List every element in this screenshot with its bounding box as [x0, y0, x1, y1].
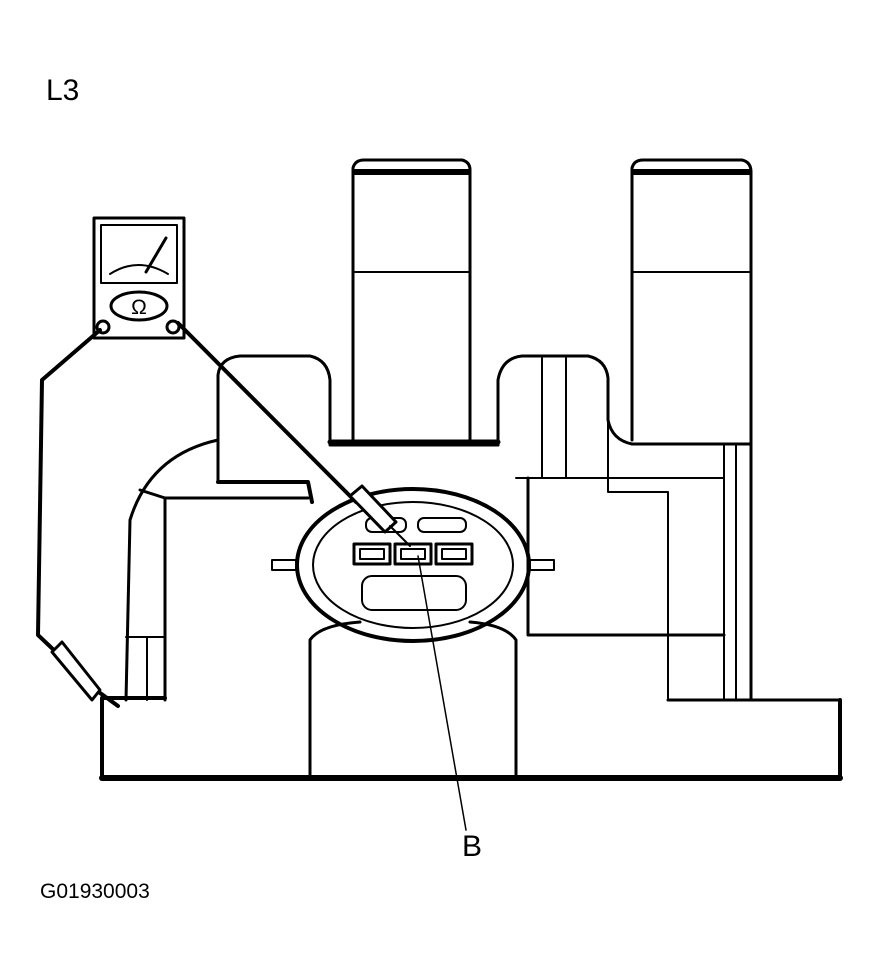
connector-tab-left [271, 559, 297, 571]
ohmmeter-display [100, 224, 178, 284]
coil-tower-right [630, 158, 753, 702]
ohmmeter-terminal-left [95, 319, 111, 335]
coil-tower-left [351, 158, 472, 442]
connector-key-slot-right [417, 517, 467, 533]
test-lead-right [176, 321, 411, 547]
coil-connector [271, 487, 555, 643]
ohm-symbol: Ω [131, 296, 147, 319]
ignition-coil-assembly [99, 158, 843, 781]
ohmmeter-dial [109, 290, 169, 322]
callout-leader-line [417, 555, 467, 831]
test-lead-left [36, 328, 120, 708]
ohmmeter-scale-arc [109, 264, 169, 275]
connector-inner-shell [312, 501, 514, 629]
connector-terminal-3 [434, 542, 474, 566]
coil-base-plate [99, 620, 843, 781]
callout-label-b: B [462, 830, 482, 863]
ohmmeter: Ω [92, 216, 186, 340]
ohmmeter-needle [144, 236, 168, 274]
test-probe-icon [50, 640, 102, 702]
ohmmeter-body [92, 216, 186, 340]
view-label: L3 [46, 74, 79, 107]
connector-latch [361, 575, 467, 611]
figure-code: G01930003 [40, 880, 150, 903]
connector-tab-right [529, 559, 555, 571]
test-probe-icon [348, 484, 398, 534]
coil-wing-left [124, 438, 220, 702]
coil-shoulder-right [496, 354, 753, 701]
coil-wing-right [526, 476, 842, 702]
connector-terminal-1 [352, 542, 392, 566]
ohmmeter-terminal-right [165, 319, 181, 335]
connector-terminal-b [393, 542, 433, 566]
